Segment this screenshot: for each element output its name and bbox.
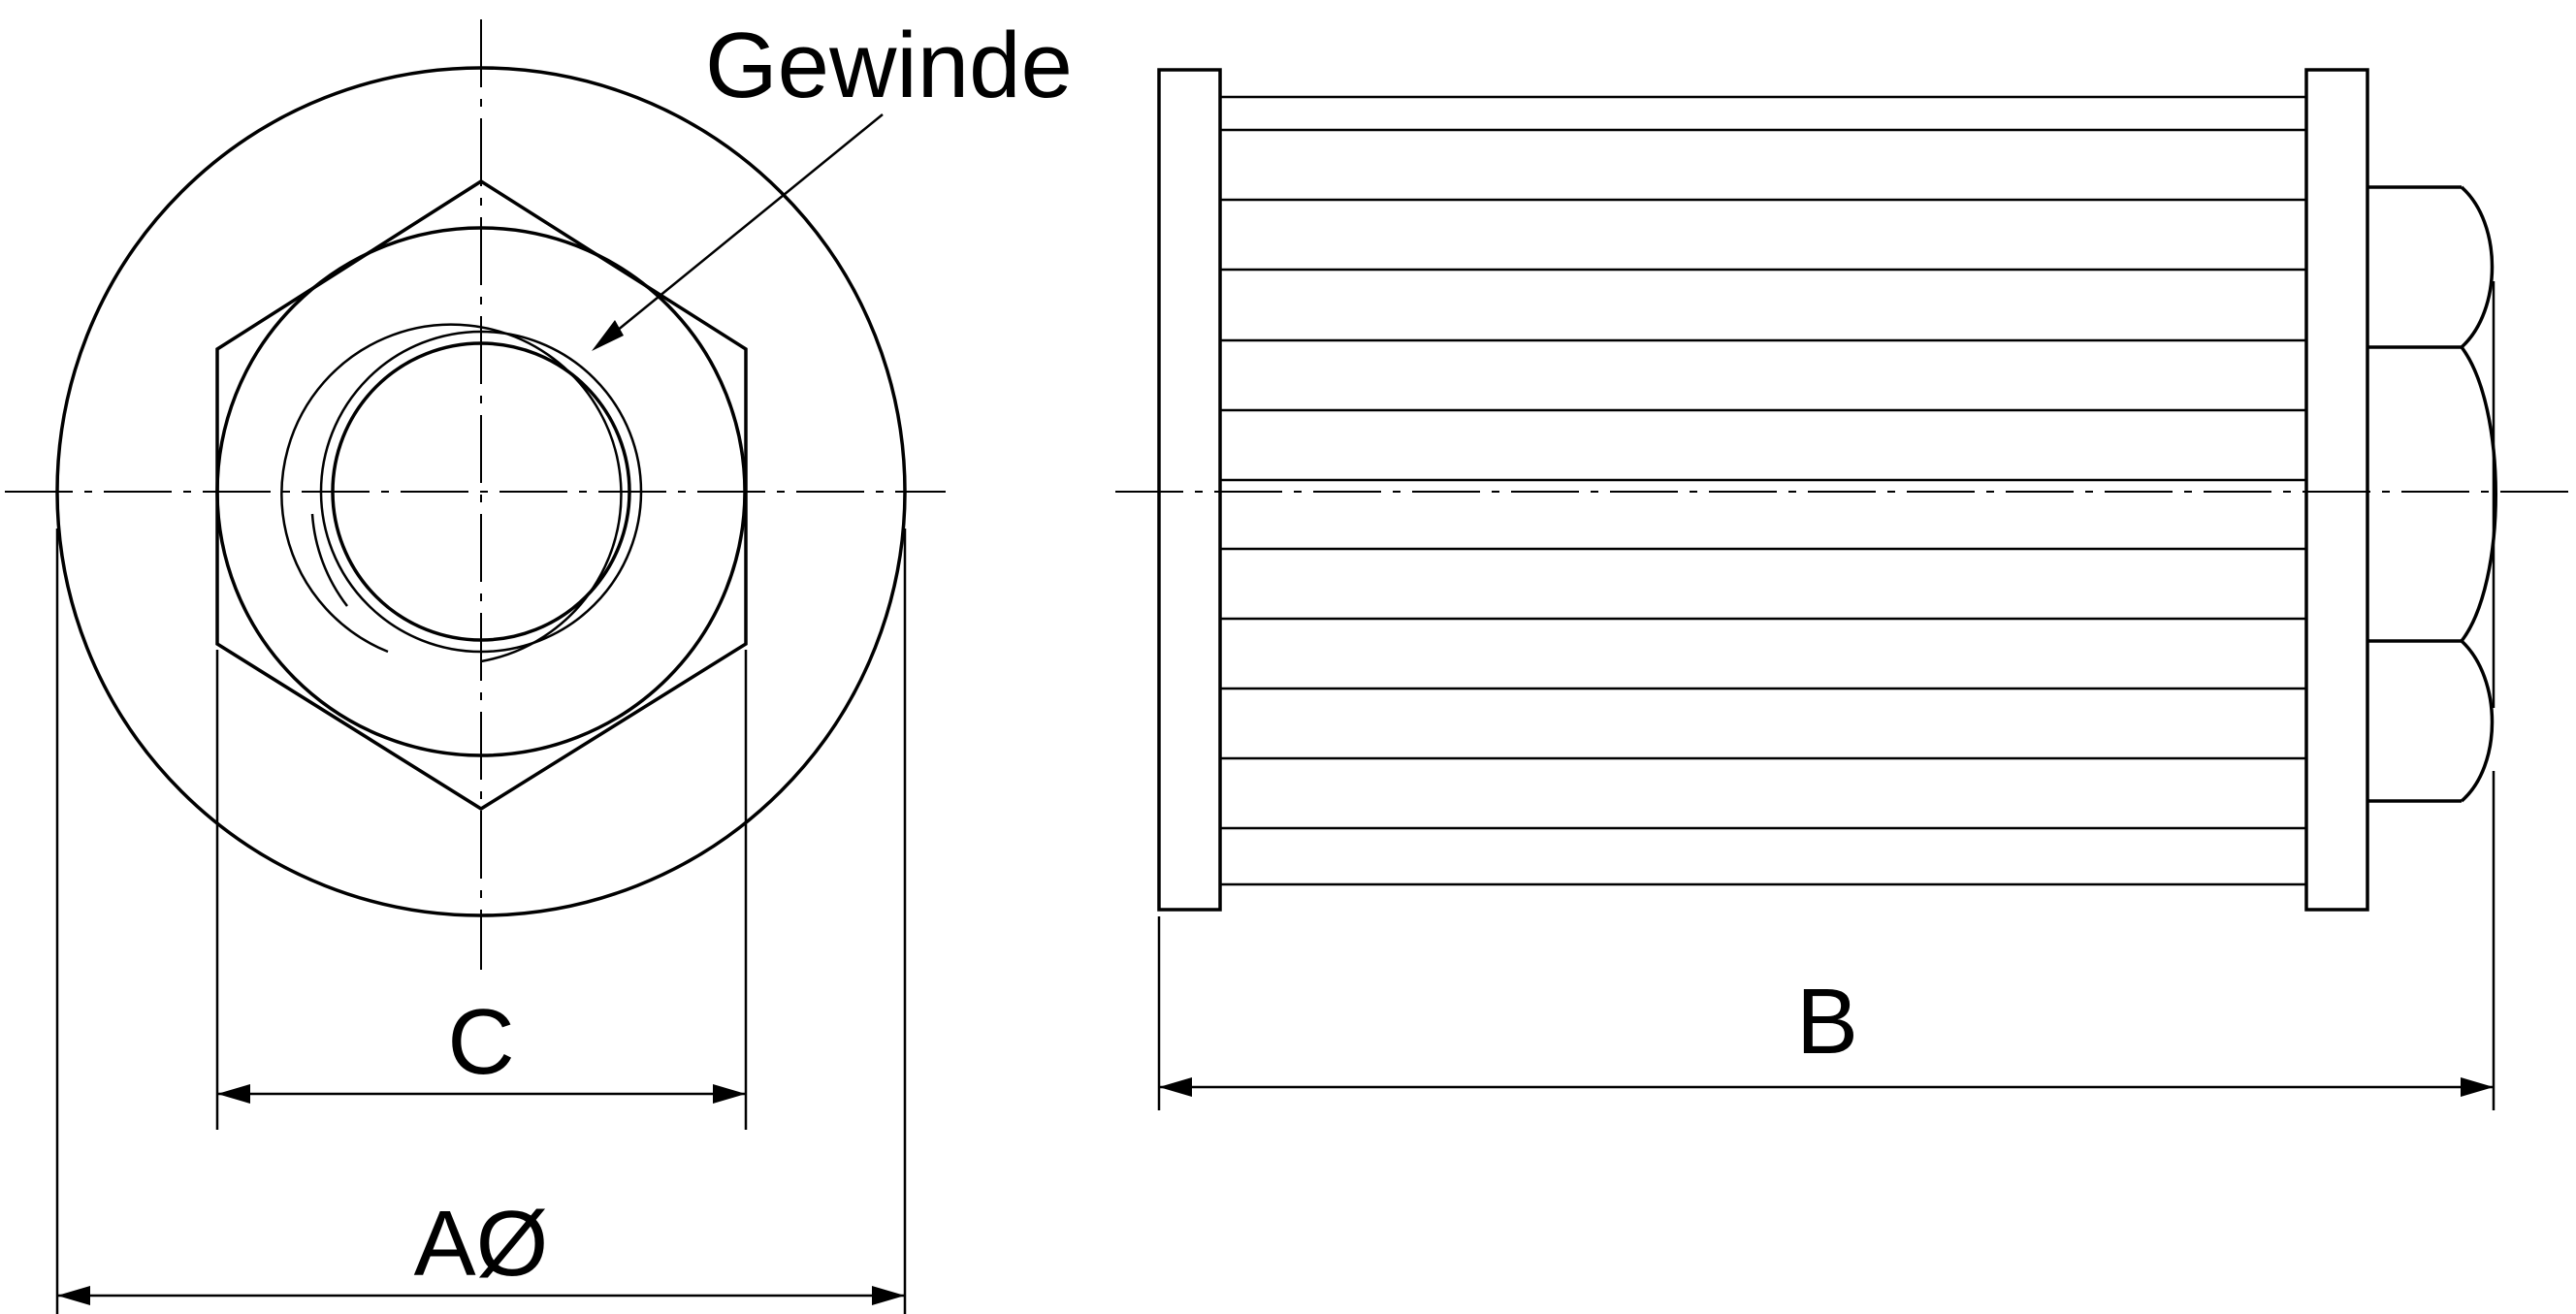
- side-view: B: [1115, 68, 2570, 1110]
- hex-nut-chamfer-bottom: [2460, 639, 2495, 803]
- dim-c-arrow-right: [713, 1084, 746, 1104]
- front-view: Gewinde C AØ: [5, 14, 1073, 1314]
- dim-a-arrow-left: [57, 1286, 90, 1305]
- outer-circle: [55, 66, 907, 917]
- dim-a-arrow-right: [872, 1286, 905, 1305]
- thread-outer-arc: [280, 323, 623, 663]
- dim-a-label: AØ: [414, 1192, 549, 1296]
- thread-label: Gewinde: [705, 14, 1073, 117]
- thread-leader-line: [605, 113, 884, 340]
- dim-b-label: B: [1796, 970, 1858, 1074]
- dim-c-arrow-left: [217, 1084, 250, 1104]
- hex-inscribed-circle: [215, 226, 747, 757]
- hex-nut-side: [2367, 185, 2497, 803]
- dim-b-arrow-right: [2461, 1077, 2494, 1097]
- hex-nut-chamfer-top: [2460, 185, 2495, 349]
- thread-bore-circle: [331, 341, 631, 642]
- left-end-cap: [1157, 68, 1222, 912]
- hex-nut-outline: [215, 178, 748, 812]
- dim-b-arrow-left: [1159, 1077, 1192, 1097]
- thread-root-circle: [319, 330, 643, 654]
- filter-ribs: [1220, 95, 2306, 886]
- dim-c-label: C: [447, 990, 514, 1094]
- thread-leader-arrowhead: [592, 320, 624, 351]
- thread-outer-arc-tail: [310, 513, 348, 607]
- hex-nut-chamfer-middle: [2460, 345, 2497, 643]
- right-end-cap: [2304, 68, 2369, 912]
